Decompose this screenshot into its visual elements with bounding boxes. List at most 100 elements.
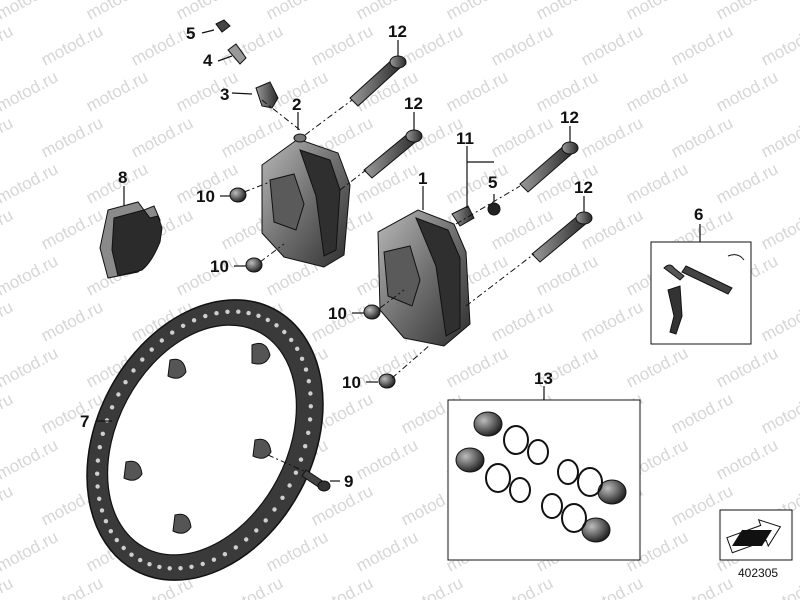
watermark-text: motod.ru xyxy=(758,205,800,253)
disc-hole xyxy=(191,318,197,323)
disc-bolt xyxy=(301,469,331,492)
plugs xyxy=(229,187,396,389)
disc-hole xyxy=(272,507,277,512)
watermark-text: motod.ru xyxy=(0,205,16,253)
watermark-text: motod.ru xyxy=(713,0,781,24)
disc-hole xyxy=(274,323,279,328)
disc-hole xyxy=(307,417,313,422)
pin-kit-box xyxy=(650,241,752,345)
watermark-text: motod.ru xyxy=(0,0,61,24)
watermark-text: motod.ru xyxy=(173,251,241,299)
disc-hole xyxy=(280,495,285,500)
watermark-text: motod.ru xyxy=(38,21,106,69)
watermark-text: motod.ru xyxy=(263,527,331,575)
callout-3: 3 xyxy=(220,85,229,104)
disc-hole xyxy=(97,496,102,501)
watermark-text: motod.ru xyxy=(668,389,736,437)
watermark-text: motod.ru xyxy=(83,67,151,115)
disc-hole xyxy=(244,537,249,542)
disc-hole xyxy=(214,311,219,316)
watermark-text: motod.ru xyxy=(0,113,16,161)
watermark-text: motod.ru xyxy=(38,205,106,253)
disc-hole xyxy=(299,356,305,361)
watermark-text: motod.ru xyxy=(443,343,511,391)
disc-hole xyxy=(306,430,311,435)
callout-11: 11 xyxy=(456,129,474,148)
watermark-text: motod.ru xyxy=(218,21,286,69)
disc-hole xyxy=(308,391,313,396)
disc-hole xyxy=(306,379,311,384)
watermark-text: motod.ru xyxy=(398,573,466,600)
callout-12a: 12 xyxy=(388,22,407,41)
disc-hole xyxy=(95,471,100,476)
disc-hole xyxy=(180,323,186,328)
alignment-lines xyxy=(243,99,535,473)
disc-hole xyxy=(211,557,217,562)
disc-hole xyxy=(147,562,152,567)
brake-caliper-left xyxy=(261,133,351,268)
watermark-text: motod.ru xyxy=(443,159,511,207)
disc-hole xyxy=(104,418,110,423)
callout-5a: 5 xyxy=(186,24,195,43)
watermark-text: motod.ru xyxy=(353,527,421,575)
watermark-text: motod.ru xyxy=(578,297,646,345)
disc-hole xyxy=(131,368,136,373)
callout-6: 6 xyxy=(694,205,703,224)
watermark-text: motod.ru xyxy=(83,0,151,24)
watermark-text: motod.ru xyxy=(0,343,61,391)
callout-12c: 12 xyxy=(560,108,579,127)
disc-hole xyxy=(225,309,230,314)
watermark-text: motod.ru xyxy=(578,573,646,600)
disc-hole xyxy=(236,309,241,314)
watermark-text: motod.ru xyxy=(218,573,286,600)
disc-hole xyxy=(103,519,109,524)
disc-hole xyxy=(97,445,103,450)
disc-hole xyxy=(256,313,261,318)
watermark-text: motod.ru xyxy=(0,297,16,345)
disc-hole xyxy=(282,329,287,335)
brake-caliper-right xyxy=(377,209,471,347)
callout-10b: 10 xyxy=(210,257,229,276)
watermark-text: motod.ru xyxy=(0,21,16,69)
disc-hole xyxy=(108,529,114,534)
watermark-text: motod.ru xyxy=(758,389,800,437)
disc-hole xyxy=(116,392,121,397)
callout-10d: 10 xyxy=(342,373,361,392)
watermark-text: motod.ru xyxy=(0,527,61,575)
callout-10c: 10 xyxy=(328,304,347,323)
watermark-text: motod.ru xyxy=(623,159,691,207)
watermark-text: motod.ru xyxy=(38,573,106,600)
watermark-text: motod.ru xyxy=(668,21,736,69)
callout-10a: 10 xyxy=(196,187,215,206)
orientation-arrow-icon xyxy=(719,509,793,561)
watermark-text: motod.ru xyxy=(623,343,691,391)
watermark-text: motod.ru xyxy=(578,21,646,69)
watermark-text: motod.ru xyxy=(353,0,421,24)
watermark-text: motod.ru xyxy=(488,21,556,69)
watermark-text: motod.ru xyxy=(38,297,106,345)
disc-hole xyxy=(95,484,100,489)
disc-hole xyxy=(254,528,259,533)
callout-9: 9 xyxy=(344,472,353,491)
disc-hole xyxy=(303,444,308,449)
callout-13: 13 xyxy=(534,369,553,388)
callout-5b: 5 xyxy=(488,173,497,192)
callout-1: 1 xyxy=(418,169,427,188)
watermark-text: motod.ru xyxy=(533,0,601,24)
watermark-text: motod.ru xyxy=(0,573,16,600)
watermark-text: motod.ru xyxy=(173,0,241,24)
watermark-text: motod.ru xyxy=(0,481,16,529)
watermark-text: motod.ru xyxy=(218,113,286,161)
disc-hole xyxy=(159,338,164,343)
watermark-text: motod.ru xyxy=(0,67,61,115)
disc-hole xyxy=(233,545,238,550)
watermark-text: motod.ru xyxy=(623,67,691,115)
watermark-text: motod.ru xyxy=(308,481,376,529)
disc-hole xyxy=(189,564,194,569)
callout-labels: 1 2 3 4 5 5 6 7 8 9 10 10 10 10 11 12 12… xyxy=(80,22,703,491)
watermark-text: motod.ru xyxy=(488,113,556,161)
disc-hole xyxy=(303,367,309,372)
brake-pad-set xyxy=(99,201,163,279)
watermark-text: motod.ru xyxy=(173,67,241,115)
disc-hole xyxy=(246,310,251,316)
